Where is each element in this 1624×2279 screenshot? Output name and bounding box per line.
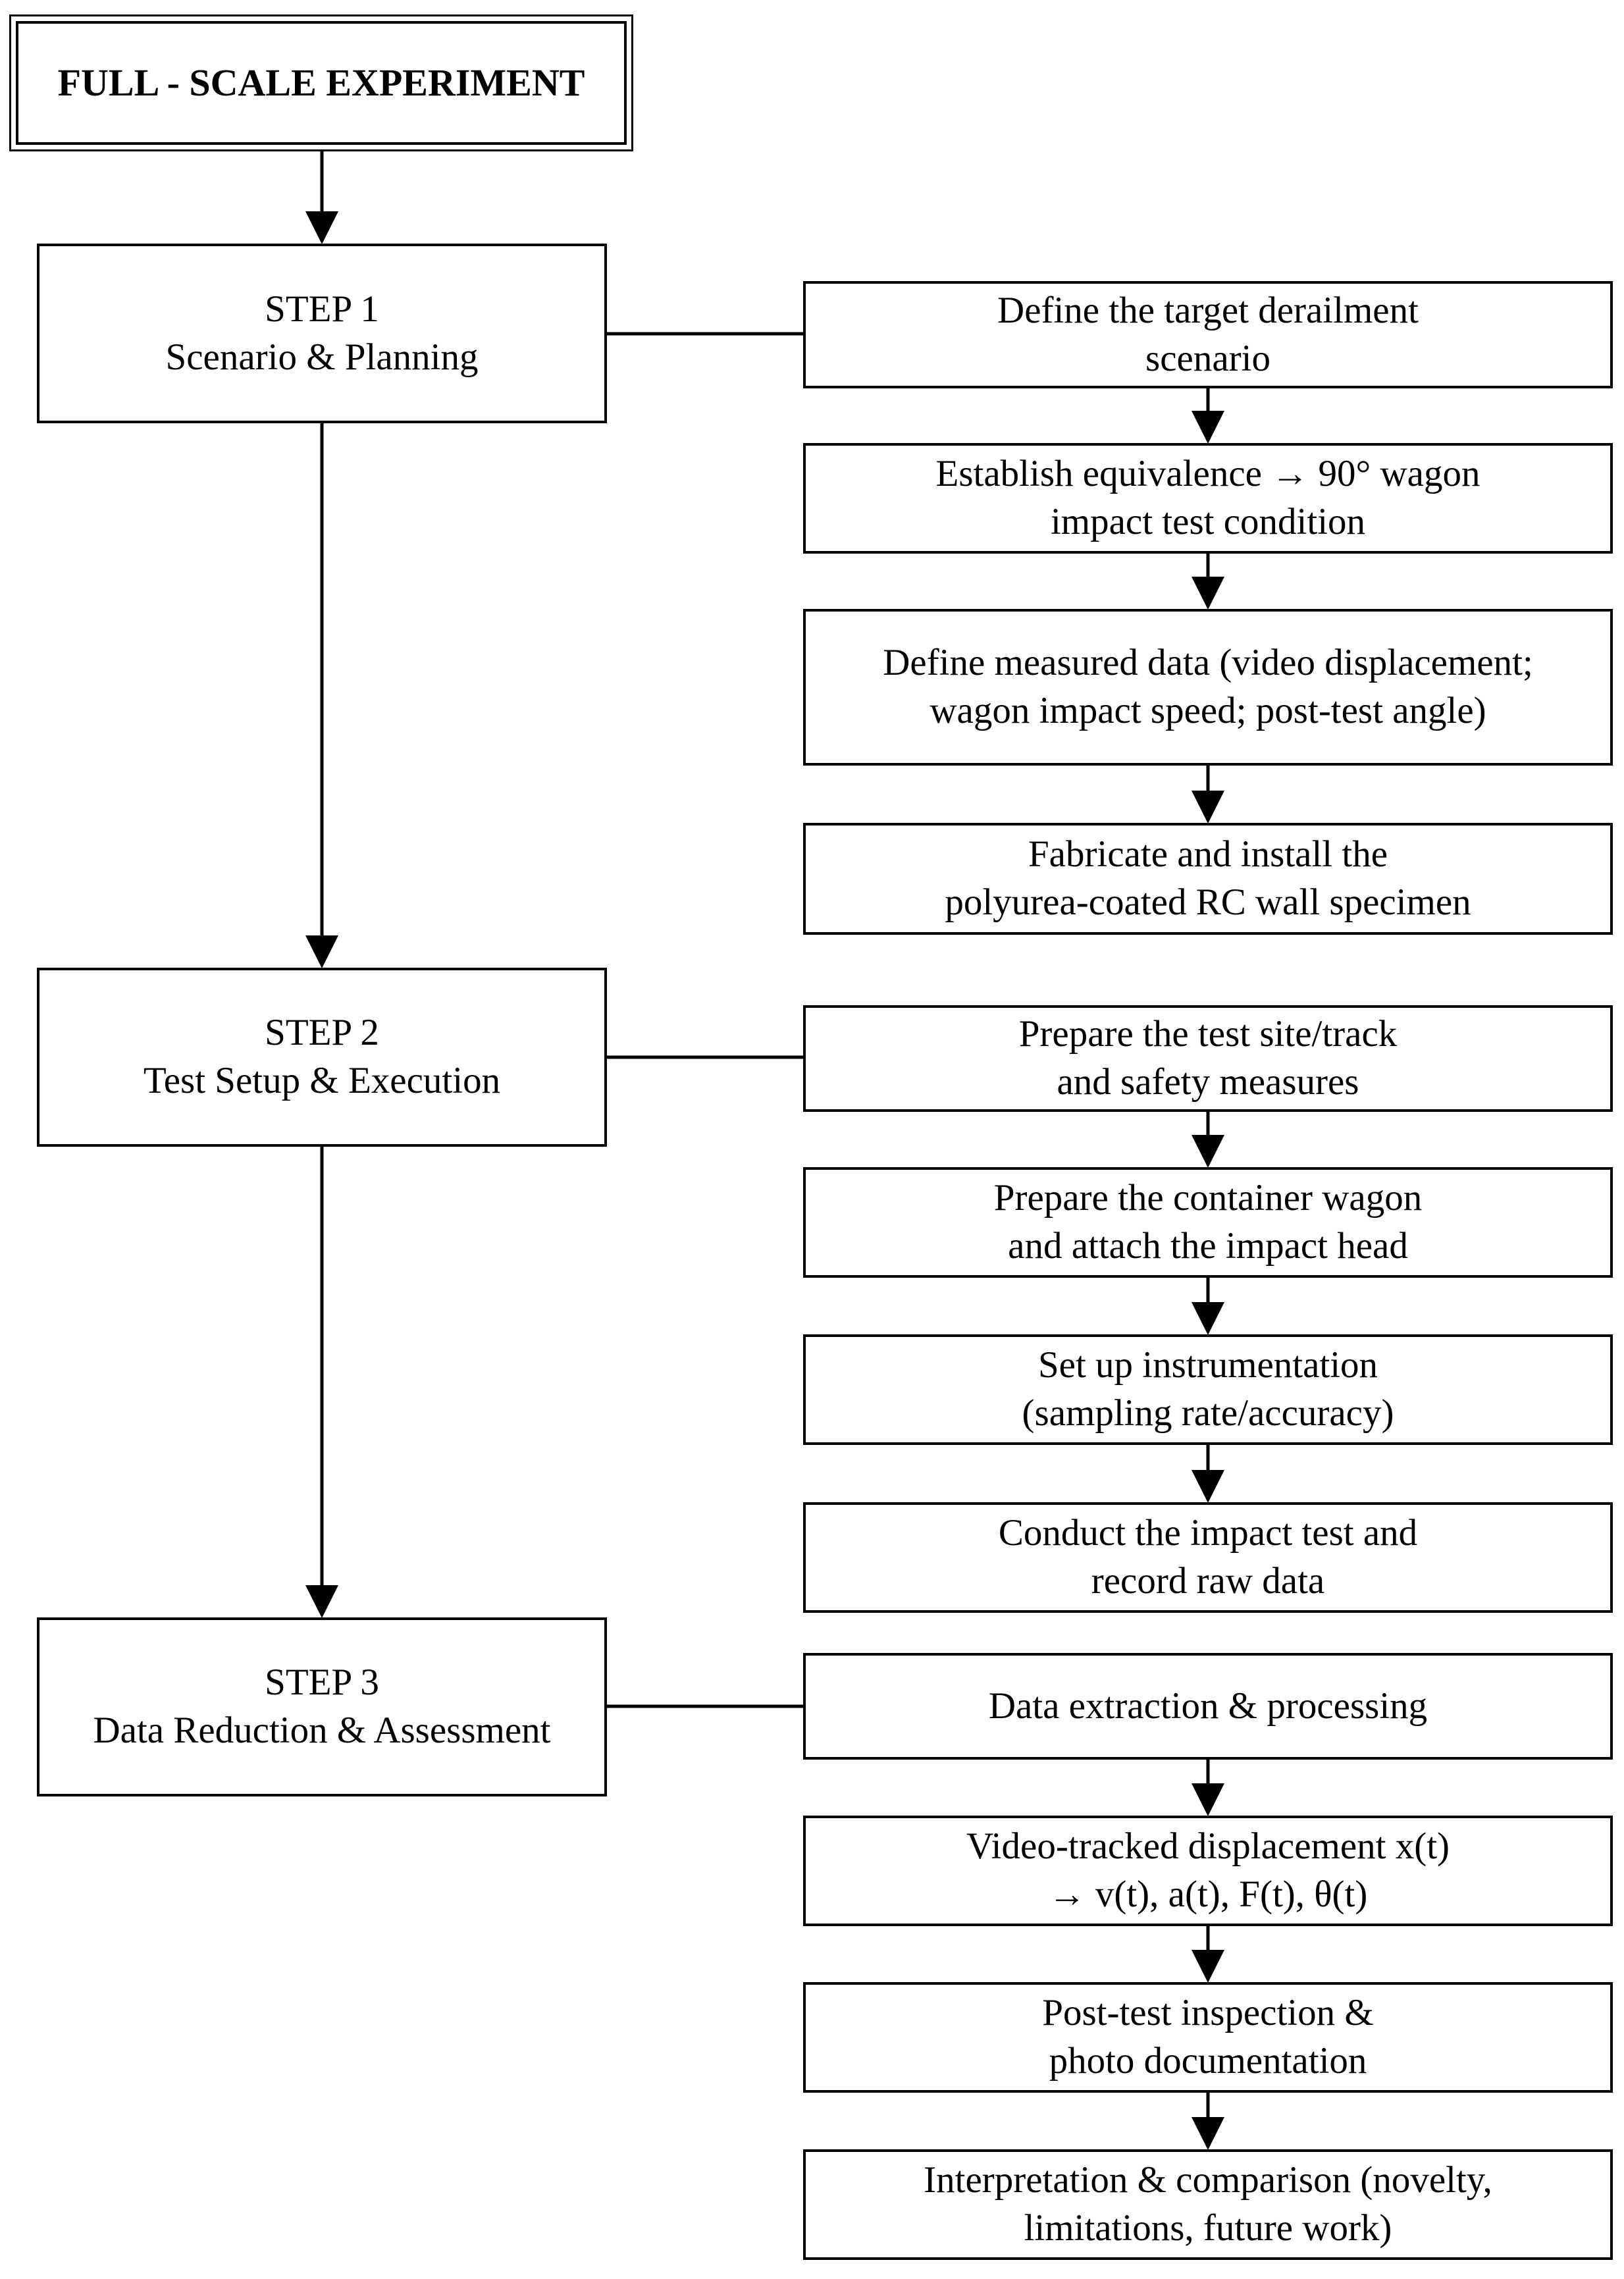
step-2-box: STEP 2 Test Setup & Execution bbox=[37, 968, 607, 1147]
step-3-name: Data Reduction & Assessment bbox=[93, 1710, 551, 1751]
step-1-task-4: Fabricate and install the polyurea-coate… bbox=[803, 823, 1613, 935]
step-3-task-4: Interpretation & comparison (novelty, li… bbox=[803, 2149, 1613, 2260]
step-2-label: STEP 2 bbox=[265, 1012, 379, 1054]
step-1-task-3: Define measured data (video displacement… bbox=[803, 609, 1613, 766]
step-3-task-3: Post-test inspection & photo documentati… bbox=[803, 1982, 1613, 2093]
step-2-task-3: Set up instrumentation (sampling rate/ac… bbox=[803, 1334, 1613, 1445]
step-1-box: STEP 1 Scenario & Planning bbox=[37, 244, 607, 423]
step-1-task-1: Define the target derailment scenario bbox=[803, 281, 1613, 388]
step-2-task-2: Prepare the container wagon and attach t… bbox=[803, 1167, 1613, 1278]
diagram-title: FULL - SCALE EXPERIMENT bbox=[57, 61, 585, 104]
step-1-task-2: Establish equivalence → 90° wagon impact… bbox=[803, 443, 1613, 554]
step-2-name: Test Setup & Execution bbox=[143, 1060, 501, 1101]
step-1-name: Scenario & Planning bbox=[165, 336, 479, 378]
step-1-label: STEP 1 bbox=[265, 288, 379, 330]
step-2-task-1: Prepare the test site/track and safety m… bbox=[803, 1005, 1613, 1112]
step-3-label: STEP 3 bbox=[265, 1662, 379, 1704]
step-3-task-1: Data extraction & processing bbox=[803, 1653, 1613, 1760]
title-box: FULL - SCALE EXPERIMENT bbox=[9, 14, 633, 151]
step-2-task-4: Conduct the impact test and record raw d… bbox=[803, 1502, 1613, 1613]
step-3-task-2: Video-tracked displacement x(t) → v(t), … bbox=[803, 1816, 1613, 1926]
step-3-box: STEP 3 Data Reduction & Assessment bbox=[37, 1617, 607, 1796]
